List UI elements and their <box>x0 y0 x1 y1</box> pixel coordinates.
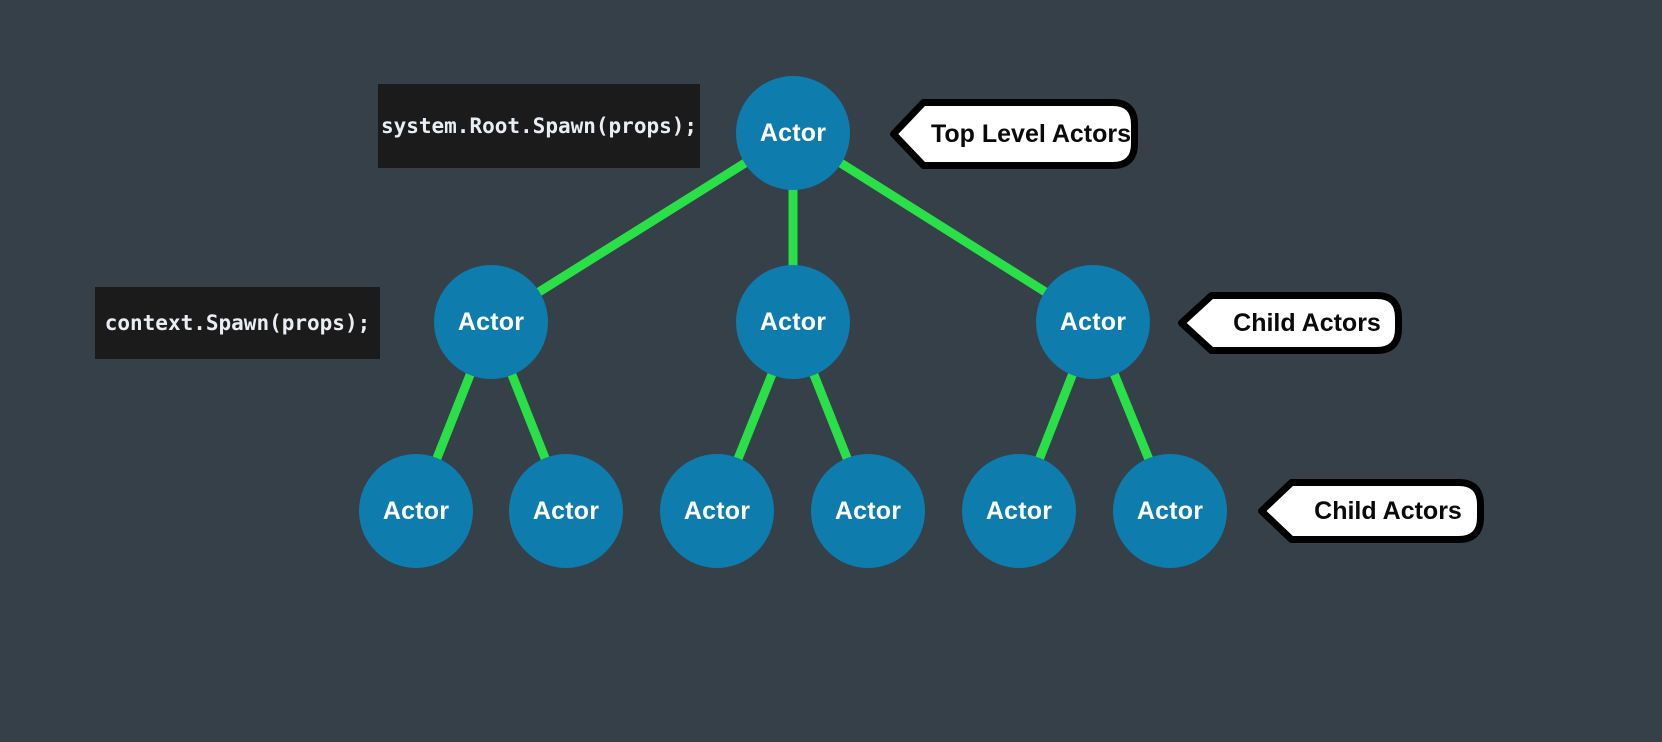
tree-edge <box>807 367 854 466</box>
actor-node-label: Actor <box>457 307 525 336</box>
actor-node-root[interactable]: Actor <box>736 76 850 190</box>
actor-node-label: Actor <box>759 118 827 147</box>
callout-child-actors-bottom: Child Actors <box>1258 479 1484 543</box>
actor-node-m2[interactable]: Actor <box>736 265 850 379</box>
callout-shape <box>890 99 1138 169</box>
actor-node-b6[interactable]: Actor <box>1113 454 1227 568</box>
actor-node-b4[interactable]: Actor <box>811 454 925 568</box>
actor-node-b3[interactable]: Actor <box>660 454 774 568</box>
tree-edge <box>505 367 552 466</box>
callout-shape <box>1258 479 1484 543</box>
actor-node-label: Actor <box>532 496 600 525</box>
tree-edge <box>1108 367 1155 466</box>
callout-top-level-actors: Top Level Actors <box>890 99 1138 169</box>
actor-node-b5[interactable]: Actor <box>962 454 1076 568</box>
callout-child-actors-middle: Child Actors <box>1178 292 1402 354</box>
actor-node-label: Actor <box>1059 307 1127 336</box>
code-snippet-text: system.Root.Spawn(props); <box>380 114 698 138</box>
code-snippet-text: context.Spawn(props); <box>104 311 371 335</box>
actor-node-b2[interactable]: Actor <box>509 454 623 568</box>
tree-edge <box>1033 367 1079 466</box>
actor-node-label: Actor <box>985 496 1053 525</box>
actor-node-m1[interactable]: Actor <box>434 265 548 379</box>
code-snippet-context-spawn: context.Spawn(props); <box>95 287 380 359</box>
actor-node-m3[interactable]: Actor <box>1036 265 1150 379</box>
tree-edge <box>531 156 753 299</box>
actor-node-label: Actor <box>683 496 751 525</box>
tree-edge <box>731 367 779 466</box>
tree-edge <box>430 367 477 466</box>
actor-node-b1[interactable]: Actor <box>359 454 473 568</box>
actor-node-label: Actor <box>1136 496 1204 525</box>
actor-node-label: Actor <box>759 307 827 336</box>
code-snippet-root-spawn: system.Root.Spawn(props); <box>378 84 700 168</box>
actor-node-label: Actor <box>382 496 450 525</box>
actor-node-label: Actor <box>834 496 902 525</box>
tree-edge <box>833 156 1053 299</box>
callout-shape <box>1178 292 1402 354</box>
